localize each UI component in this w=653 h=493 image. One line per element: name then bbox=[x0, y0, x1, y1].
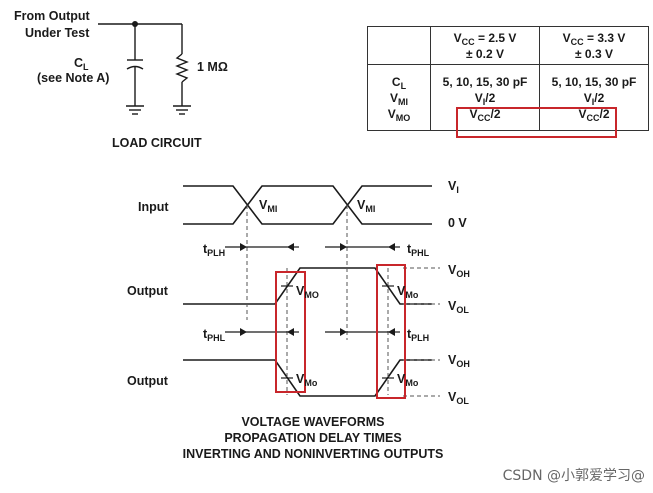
caption-line-2: PROPAGATION DELAY TIMES bbox=[160, 430, 466, 446]
watermark: CSDN @小郭爱学习@ bbox=[503, 465, 645, 485]
vol-label-1: VOL bbox=[448, 300, 469, 313]
vmi-label-1: VMI bbox=[259, 199, 277, 212]
tplh-label-lower: tPLH bbox=[407, 328, 429, 341]
vmo-label-1: VMO bbox=[296, 285, 319, 298]
input-label: Input bbox=[138, 201, 169, 214]
caption-line-3: INVERTING AND NONINVERTING OUTPUTS bbox=[160, 446, 466, 462]
voh-label-1: VOH bbox=[448, 264, 470, 277]
tphl-label-upper: tPHL bbox=[407, 243, 429, 256]
vi-label: VI bbox=[448, 180, 459, 193]
output-label-2: Output bbox=[127, 375, 168, 388]
vmo-label-2: VMo bbox=[397, 285, 418, 298]
vmo-label-4: VMo bbox=[397, 373, 418, 386]
vmo-label-3: VMo bbox=[296, 373, 317, 386]
output-label-1: Output bbox=[127, 285, 168, 298]
tphl-label-lower: tPHL bbox=[203, 328, 225, 341]
zero-v-label: 0 V bbox=[448, 217, 467, 230]
vmi-label-2: VMI bbox=[357, 199, 375, 212]
tplh-label-upper: tPLH bbox=[203, 243, 225, 256]
voh-label-2: VOH bbox=[448, 354, 470, 367]
vol-label-2: VOL bbox=[448, 391, 469, 404]
caption-line-1: VOLTAGE WAVEFORMS bbox=[160, 414, 466, 430]
